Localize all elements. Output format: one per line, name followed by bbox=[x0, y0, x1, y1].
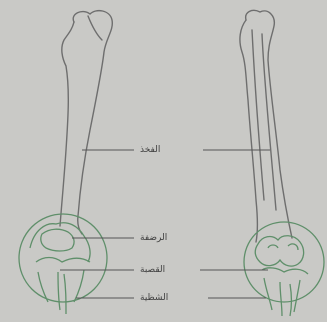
femur-label: الفخذ bbox=[140, 145, 160, 155]
left-femur-outline bbox=[60, 11, 112, 234]
tibia-label: القصبة bbox=[140, 265, 165, 275]
right-femur-outline bbox=[240, 10, 292, 242]
fibula-label: الشظية bbox=[140, 293, 168, 303]
left-knee-outline bbox=[19, 214, 107, 314]
patella-label: الرضفة bbox=[140, 233, 167, 243]
right-knee-outline bbox=[244, 222, 324, 316]
